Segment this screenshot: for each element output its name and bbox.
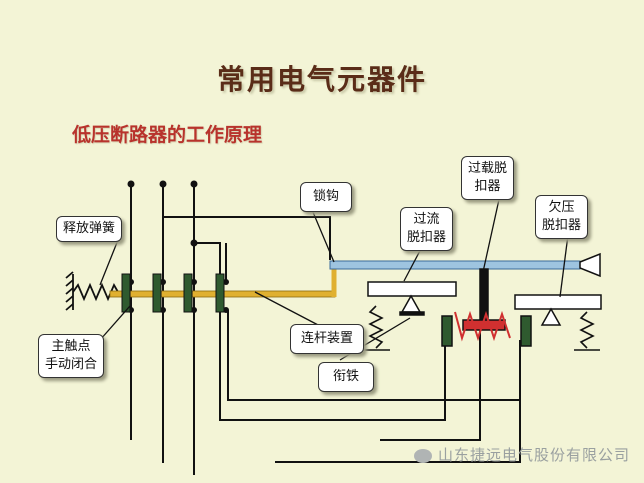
armature-label: 衔铁 (318, 362, 375, 392)
armature-springs (362, 305, 600, 351)
wechat-icon (413, 448, 432, 463)
undervoltage-release-body (441, 294, 602, 347)
watermark-text: 山东捷远电气股份有限公司 (437, 446, 630, 464)
release-spring-label: 释放弹簧 (56, 216, 123, 242)
overcurrent-release-body (367, 281, 457, 316)
trip-bar (329, 260, 581, 270)
undervoltage-release-label: 欠压 脱扣器 (535, 195, 589, 239)
lock-hook-label: 锁钩 (300, 182, 353, 212)
main-contacts (121, 273, 225, 313)
overload-release-label: 过载脱 扣器 (461, 156, 515, 200)
linkage-label: 连杆装置 (290, 324, 365, 354)
page-title: 常用电气元器件 (216, 63, 427, 96)
release-spring (65, 271, 119, 311)
undervoltage-coil-head (579, 252, 601, 278)
page-subtitle: 低压断路器的工作原理 (72, 124, 263, 146)
overcurrent-release-label: 过流 脱扣器 (400, 207, 454, 251)
company-watermark: 山东捷远电气股份有限公司 (413, 444, 630, 465)
overload-release-body (454, 268, 511, 342)
main-contact-label: 主触点 手动闭合 (38, 334, 105, 378)
terminals (127, 180, 229, 313)
